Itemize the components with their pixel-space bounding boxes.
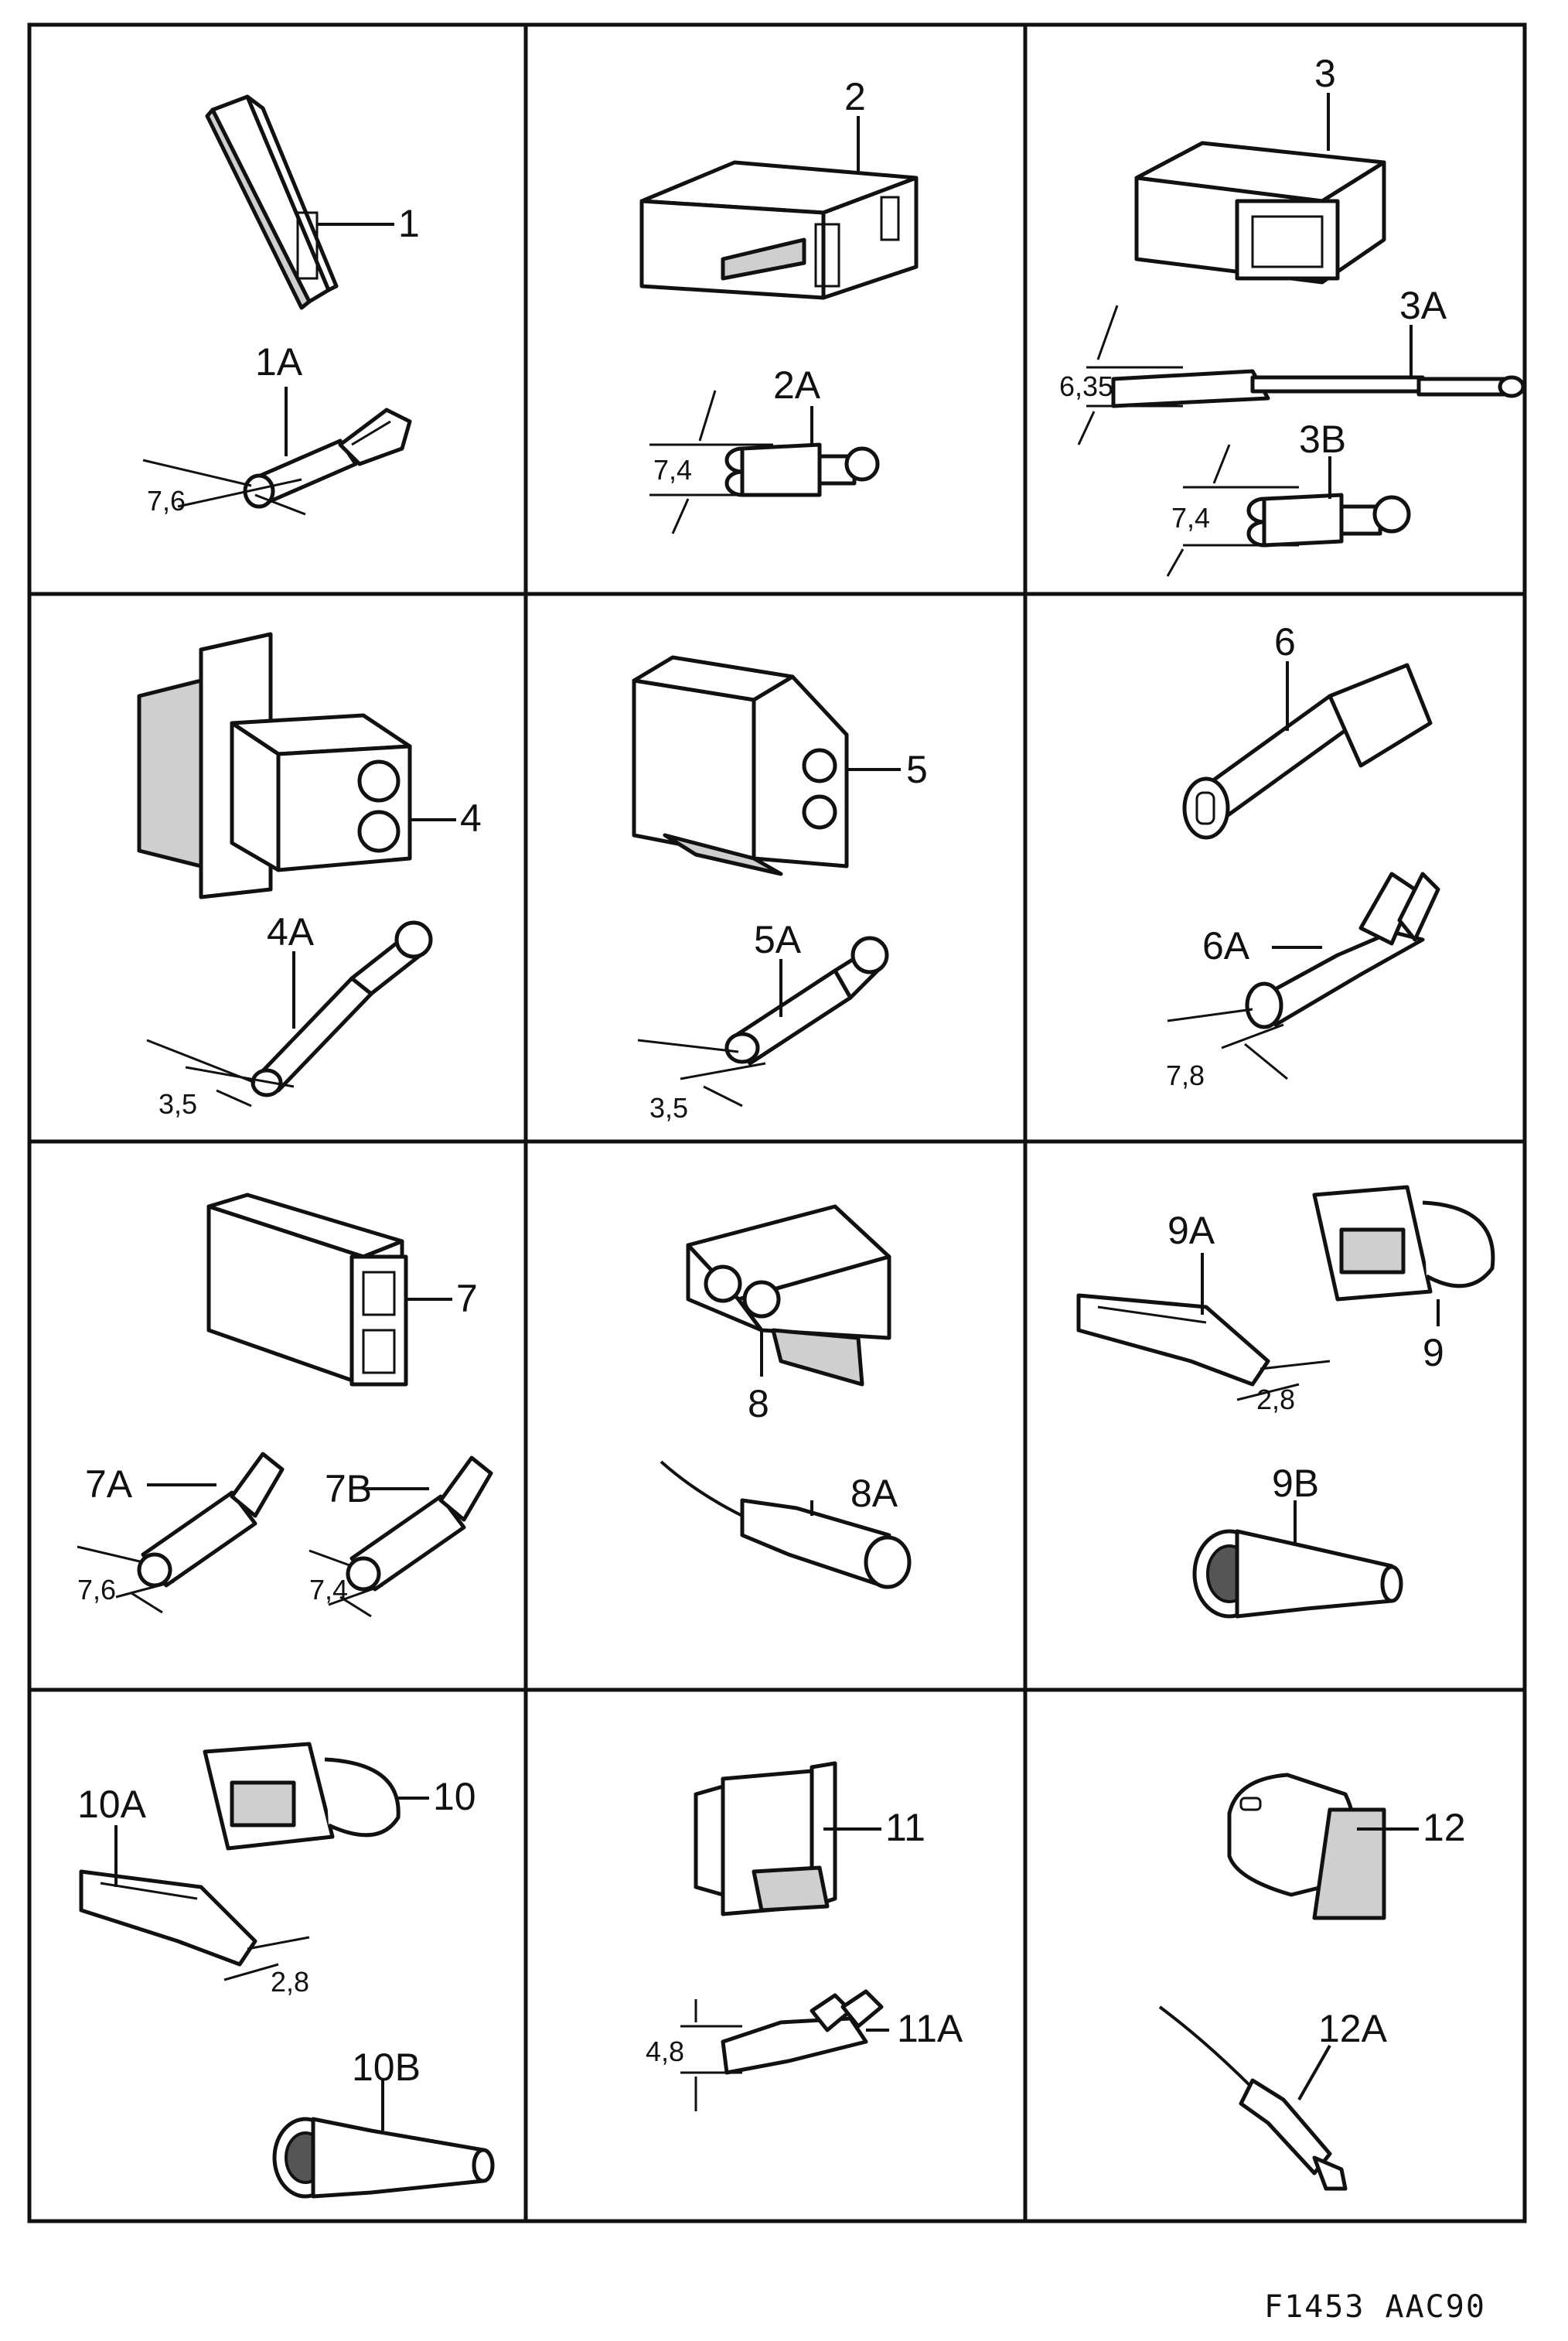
terminal-3a-drawing: [1111, 369, 1525, 408]
terminal-11a-drawing: [721, 1989, 884, 2075]
cell-9: 9 9A 2,8 9B: [1076, 1185, 1495, 1619]
terminal-label-9a: 9A: [1167, 1209, 1215, 1252]
cell-5: 5 5A 3,5: [632, 655, 928, 1124]
part-label-10: 10: [433, 1775, 476, 1818]
terminal-label-8a: 8A: [850, 1472, 898, 1515]
terminal-5a-drawing: [724, 936, 889, 1066]
cell-6: 6 6A 7,8: [1166, 620, 1440, 1091]
part-label-11: 11: [885, 1806, 925, 1849]
cell-1: 1 1A 7,6: [142, 94, 420, 517]
cell-8: 8 8A: [660, 1204, 912, 1589]
connector-6-drawing: [1182, 663, 1433, 840]
connector-10-drawing: [203, 1742, 401, 1851]
terminal-6a-drawing: [1245, 872, 1440, 1029]
terminal-label-5a: 5A: [754, 918, 802, 961]
terminal-10b-drawing: [272, 2117, 495, 2199]
terminal-1a-drawing: [243, 408, 412, 509]
connector-7-drawing: [206, 1193, 408, 1387]
part-label-4: 4: [460, 797, 482, 840]
dimension-5a: 3,5: [649, 1092, 688, 1124]
connector-5-drawing: [632, 655, 849, 876]
terminal-9b-drawing: [1192, 1529, 1403, 1619]
terminal-label-4a: 4A: [267, 910, 315, 954]
cell-7: 7 7A 7,6 7B 7,4: [77, 1193, 493, 1618]
terminal-2a-drawing: [724, 442, 880, 497]
terminal-3b-drawing: [1246, 493, 1411, 548]
terminal-8a-drawing: [660, 1460, 912, 1589]
cell-3: 3 3A 6,35 3B 7,4: [1059, 52, 1525, 577]
terminal-label-6a: 6A: [1202, 924, 1250, 967]
dimension-6a: 7,8: [1166, 1060, 1205, 1091]
terminal-label-10a: 10A: [77, 1783, 147, 1826]
connector-1-drawing: [205, 94, 339, 310]
part-label-3: 3: [1314, 52, 1336, 95]
terminal-label-3b: 3B: [1299, 418, 1346, 461]
terminal-label-2a: 2A: [773, 363, 821, 407]
dimension-11a: 4,8: [646, 2036, 684, 2067]
connector-4-drawing: [137, 632, 412, 899]
terminal-label-3a: 3A: [1399, 284, 1447, 327]
terminal-7b-drawing: [346, 1455, 493, 1592]
cell-12: 12 12A: [1158, 1773, 1466, 2191]
terminal-9a-drawing: [1076, 1293, 1270, 1387]
part-label-9: 9: [1423, 1331, 1444, 1374]
part-label-5: 5: [906, 748, 928, 791]
connector-2-drawing: [639, 160, 919, 300]
connector-9-drawing: [1312, 1185, 1495, 1302]
terminal-7a-drawing: [137, 1452, 285, 1588]
terminal-label-9b: 9B: [1272, 1462, 1319, 1505]
part-label-6: 6: [1274, 620, 1296, 664]
dimension-9a: 2,8: [1256, 1384, 1295, 1415]
terminal-12a-drawing: [1158, 2005, 1348, 2191]
part-label-2: 2: [844, 75, 866, 118]
terminal-label-1a: 1A: [255, 340, 303, 384]
cell-4: 4 4A 3,5: [137, 632, 482, 1120]
part-label-12: 12: [1423, 1806, 1466, 1849]
terminal-10a-drawing: [79, 1869, 257, 1967]
part-label-1: 1: [398, 202, 420, 245]
part-label-7: 7: [456, 1277, 478, 1320]
dimension-7a: 7,6: [77, 1574, 116, 1606]
grid-lines: [27, 22, 1527, 2223]
terminal-label-12a: 12A: [1318, 2007, 1388, 2050]
connector-3-drawing: [1134, 141, 1386, 285]
terminal-label-11a: 11A: [897, 2007, 963, 2050]
terminal-label-7b: 7B: [325, 1467, 372, 1510]
dimension-3a: 6,35: [1059, 370, 1113, 402]
dimension-3b: 7,4: [1171, 502, 1210, 534]
dimension-10a: 2,8: [271, 1966, 309, 1998]
connector-11-drawing: [694, 1761, 837, 1916]
cell-11: 11 11A 4,8: [646, 1761, 963, 2111]
terminal-label-10b: 10B: [352, 2046, 421, 2089]
part-label-8: 8: [748, 1382, 769, 1425]
dimension-4a: 3,5: [159, 1088, 197, 1120]
figure-code: F1453 AAC90: [1264, 2289, 1486, 2325]
dimension-2a: 7,4: [653, 454, 692, 486]
connector-12-drawing: [1227, 1773, 1386, 1920]
dimension-1a: 7,6: [147, 485, 186, 517]
cell-2: 2 2A 7,4: [639, 75, 919, 534]
cell-10: 10 10A 2,8 10B: [77, 1742, 495, 2199]
dimension-7b: 7,4: [309, 1574, 348, 1606]
connector-8-drawing: [686, 1204, 891, 1387]
terminal-label-7a: 7A: [85, 1462, 133, 1506]
